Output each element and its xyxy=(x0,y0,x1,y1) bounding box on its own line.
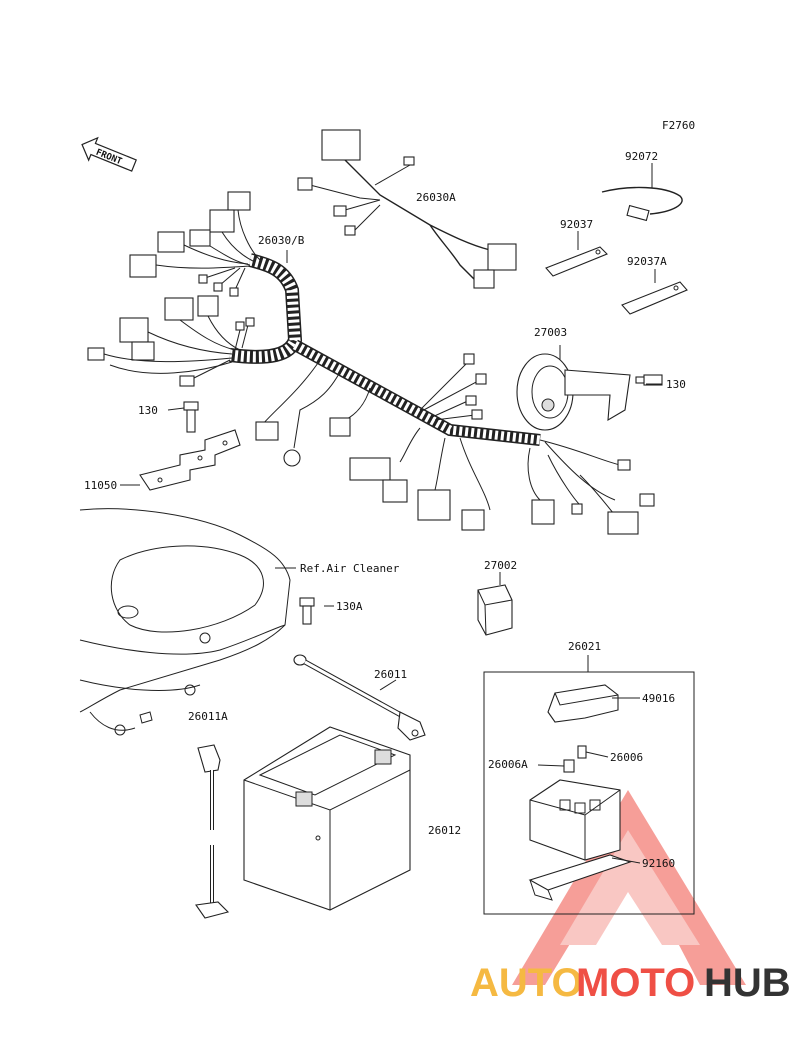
label-26012: 26012 xyxy=(428,824,461,837)
watermark-part3: HUB xyxy=(704,961,791,1005)
label-26011: 26011 xyxy=(374,668,407,681)
cable-26011 xyxy=(293,654,426,741)
label-26006A: 26006A xyxy=(488,758,528,771)
label-92072: 92072 xyxy=(625,150,658,163)
air-cleaner-ref xyxy=(79,508,296,736)
label-26030A: 26030A xyxy=(416,191,456,204)
horn-27003 xyxy=(516,345,631,431)
bolt-130-left xyxy=(183,401,199,433)
bolt-130A xyxy=(299,597,315,625)
watermark-part1: AUTO xyxy=(470,961,583,1005)
cable-tie-92072 xyxy=(601,163,683,222)
label-130A: 130A xyxy=(336,600,363,613)
watermark-text: AUTO MOTO HUB xyxy=(470,961,791,1005)
label-92037A: 92037A xyxy=(627,255,667,268)
label-130-left: 130 xyxy=(138,404,158,417)
label-92160: 92160 xyxy=(642,857,675,870)
label-ref-air-cleaner: Ref.Air Cleaner xyxy=(300,562,400,575)
bracket-11050 xyxy=(139,429,241,491)
label-26030B: 26030/B xyxy=(258,234,305,247)
label-26021: 26021 xyxy=(568,640,601,653)
cable-26011A xyxy=(195,744,230,919)
figure-code: F2760 xyxy=(662,119,695,132)
label-130-right: 130 xyxy=(666,378,686,391)
relay-27002 xyxy=(477,572,513,636)
label-26011A: 26011A xyxy=(188,710,228,723)
clamp-92037A xyxy=(621,269,688,315)
watermark-logo xyxy=(512,790,746,985)
watermark-part2: MOTO xyxy=(576,961,695,1005)
front-arrow-icon: FRONT xyxy=(81,136,137,172)
leader-lines xyxy=(120,383,662,864)
label-27002: 27002 xyxy=(484,559,517,572)
clamp-92037 xyxy=(545,231,608,277)
bolt-130-right xyxy=(635,374,663,386)
label-92037: 92037 xyxy=(560,218,593,231)
part-labels: 92072 26030A 26030/B 92037 92037A 27003 … xyxy=(84,150,686,870)
label-49016: 49016 xyxy=(642,692,675,705)
harness-26030A xyxy=(297,129,517,289)
label-27003: 27003 xyxy=(534,326,567,339)
battery-26012 xyxy=(243,726,411,911)
fuse-box-group-26021 xyxy=(483,655,695,915)
label-26006: 26006 xyxy=(610,751,643,764)
label-11050: 11050 xyxy=(84,479,117,492)
main-harness-26030B xyxy=(87,191,655,535)
